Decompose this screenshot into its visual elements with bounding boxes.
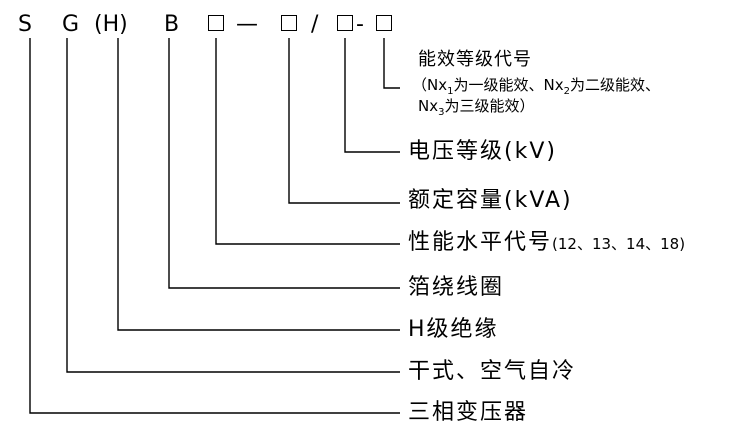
label-performance-level: 性能水平代号(12、13、14、18) [408,230,685,257]
label-efficiency-title: 能效等级代号 [418,49,532,70]
label-voltage-class: 电压等级(kV) [408,139,557,164]
label-dry-air-cooled: 干式、空气自冷 [408,359,577,384]
code-letter-h: (H) [94,12,128,37]
leader-dry-air [66,38,400,373]
leader-three-phase [29,38,400,414]
label-three-phase-transformer: 三相变压器 [408,400,529,425]
label-foil-winding: 箔绕线圈 [408,275,505,300]
leader-performance [215,38,400,245]
efficiency-grade-box [376,15,392,31]
rated-capacity-box [281,15,297,31]
code-slash: / [311,12,319,37]
label-h-class-insulation: H级绝缘 [408,317,499,342]
code-letter-b: B [164,12,180,37]
label-efficiency-note-line1: （Nx1为一级能效、Nx2为二级能效、 [412,76,660,97]
leader-efficiency [383,38,400,89]
performance-level-box [208,15,224,31]
leader-capacity [288,38,400,204]
label-rated-capacity: 额定容量(kVA) [408,188,573,213]
label-performance-title: 性能水平代号 [408,230,553,255]
leader-h-class [117,38,400,331]
leader-voltage [344,38,400,153]
code-dash-2: - [356,12,364,37]
code-dash-1: — [236,12,258,37]
label-efficiency-note-line2: Nx3为三级能效） [418,97,535,118]
leader-foil [168,38,400,289]
code-letter-g: G [62,12,80,37]
label-performance-codes: (12、13、14、18) [552,235,686,253]
voltage-class-box [337,15,353,31]
code-letter-s: S [18,12,32,37]
